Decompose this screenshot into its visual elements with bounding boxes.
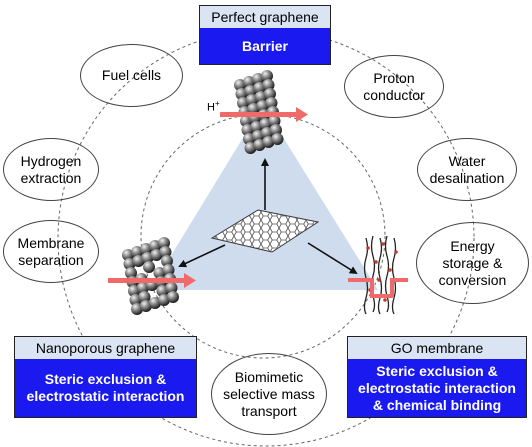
nanoporous-graphene-box: Nanoporous graphene Steric exclusion & e…: [14, 336, 197, 418]
inner-dashed-circle: [140, 113, 386, 359]
carbon-sphere: [264, 88, 276, 100]
carbon-sphere: [161, 255, 173, 267]
go-passage-arrow: [348, 278, 408, 298]
proton-passage-arrow: [220, 107, 308, 122]
nanoporous-graphene-mechanism: Steric exclusion & electrostatic interac…: [15, 359, 196, 417]
application-water-desalination: Water desalination: [417, 138, 517, 201]
central-triangle: [150, 105, 378, 290]
application-biomimetic-transport: Biomimetic selective mass transport: [211, 353, 327, 435]
carbon-sphere: [262, 79, 275, 91]
carbon-sphere: [159, 246, 172, 258]
carbon-sphere: [261, 70, 273, 82]
carbon-sphere: [138, 291, 151, 303]
application-proton-conductor: Proton conductor: [344, 55, 444, 118]
carbon-sphere: [143, 261, 155, 273]
application-energy-storage: Energy storage & conversion: [416, 222, 529, 304]
carbon-sphere: [162, 264, 175, 276]
go-membrane-title: GO membrane: [348, 337, 526, 359]
application-hydrogen-extraction: Hydrogen extraction: [3, 138, 99, 201]
proton-label: H+: [207, 99, 220, 114]
perfect-graphene-title: Perfect graphene: [200, 6, 330, 28]
carbon-sphere: [158, 237, 170, 249]
carbon-sphere: [125, 267, 137, 279]
perfect-graphene-stack: [234, 70, 284, 154]
application-membrane-separation: Membrane separation: [3, 220, 99, 283]
application-fuel-cells: Fuel cells: [80, 44, 183, 107]
perfect-graphene-box: Perfect graphene Barrier: [199, 5, 331, 65]
nanoporous-graphene-title: Nanoporous graphene: [15, 337, 196, 359]
go-membrane-box: GO membrane Steric exclusion & electrost…: [347, 336, 527, 418]
nanoporous-passage-arrow: [108, 273, 196, 288]
perfect-graphene-mechanism: Barrier: [200, 28, 330, 64]
carbon-sphere: [270, 124, 282, 136]
go-membrane-layers: [363, 235, 398, 315]
carbon-sphere: [167, 291, 179, 303]
carbon-sphere: [271, 133, 284, 145]
arrow-to-nanoporous: [178, 244, 226, 268]
carbon-sphere: [265, 97, 278, 109]
arrow-to-go: [307, 242, 358, 275]
go-membrane-mechanism: Steric exclusion & electrostatic interac…: [348, 359, 526, 417]
nanoporous-graphene-stack: [122, 237, 179, 315]
carbon-sphere: [165, 282, 178, 294]
carbon-sphere: [268, 115, 281, 127]
